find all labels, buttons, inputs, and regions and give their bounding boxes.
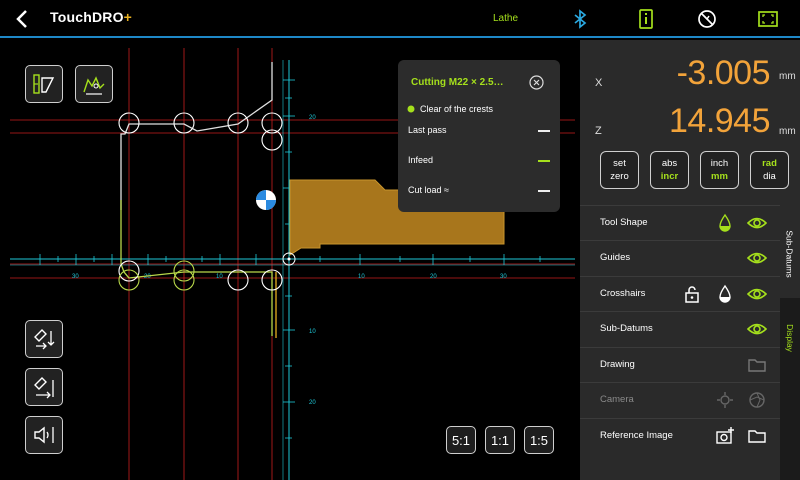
popup-title: Cutting M22 × 2.5… xyxy=(411,77,504,88)
setting-tool-shape[interactable]: Tool Shape xyxy=(580,205,780,240)
x-axis-unit: mm xyxy=(779,71,796,82)
setting-camera: Camera xyxy=(580,382,780,417)
z-axis-label: Z xyxy=(595,125,602,137)
z-axis-value[interactable]: 14.945 xyxy=(669,102,771,140)
tick-label: 30 xyxy=(500,274,507,280)
setting-drawing[interactable]: Drawing xyxy=(580,347,780,382)
cut-load-indicator xyxy=(538,190,550,192)
eye-icon[interactable] xyxy=(747,213,767,233)
audio-icon xyxy=(34,426,54,444)
status-dot-icon xyxy=(407,105,415,113)
sub-datum-z-button[interactable] xyxy=(25,368,63,406)
info-icon[interactable] xyxy=(636,9,656,29)
eye-icon[interactable] xyxy=(747,248,767,268)
side-tabs: Sub-Datums Display xyxy=(780,210,800,480)
zoom-5-1-button[interactable]: 5:1 xyxy=(446,426,476,454)
app-logo: TouchDRO+ xyxy=(50,9,133,25)
top-bar: TouchDRO+ Lathe xyxy=(0,0,800,38)
back-icon[interactable] xyxy=(12,8,32,30)
datum-target-icon xyxy=(256,190,276,210)
tick-label: 20 xyxy=(309,115,316,121)
z-axis-unit: mm xyxy=(779,126,796,137)
x-axis-value[interactable]: -3.005 xyxy=(676,54,771,92)
tool-shape-icon[interactable] xyxy=(715,213,735,233)
tick-label: 10 xyxy=(358,274,365,280)
tool-setup-icon xyxy=(33,74,55,94)
tab-display[interactable]: Display xyxy=(785,324,795,352)
setting-reference-image[interactable]: Reference Image xyxy=(580,418,780,453)
popup-row-label: Cut load ≈ xyxy=(408,185,449,195)
audio-button[interactable] xyxy=(25,416,63,454)
tick-label: 10 xyxy=(309,329,316,335)
infeed-indicator xyxy=(538,160,550,162)
tick-label: 20 xyxy=(430,274,437,280)
tool-wizard-icon xyxy=(83,76,105,95)
camera-settings-icon xyxy=(717,392,733,408)
bluetooth-icon[interactable] xyxy=(570,9,590,29)
zoom-1-5-button[interactable]: 1:5 xyxy=(524,426,554,454)
last-pass-indicator xyxy=(538,130,550,132)
sub-datum-x-button[interactable] xyxy=(25,320,63,358)
disconnect-icon[interactable] xyxy=(697,9,717,29)
popup-row-label: Last pass xyxy=(408,125,447,135)
folder-icon[interactable] xyxy=(747,355,767,375)
tick-label: 20 xyxy=(144,274,151,280)
toolpath-drawing: 30 20 10 10 20 30 20 10 10 20 xyxy=(10,48,575,480)
x-axis-label: X xyxy=(595,77,603,89)
close-icon[interactable] xyxy=(529,75,544,90)
dro-canvas[interactable]: 30 20 10 10 20 30 20 10 10 20 xyxy=(0,40,580,480)
tick-label: 10 xyxy=(216,274,223,280)
eye-icon[interactable] xyxy=(747,319,767,339)
setting-guides[interactable]: Guides xyxy=(580,240,780,275)
sub-datum-z-icon xyxy=(34,377,54,399)
contrast-drop-icon[interactable] xyxy=(715,284,735,304)
threading-popup: Cutting M22 × 2.5… Clear of the crests L… xyxy=(398,60,560,212)
setting-crosshairs[interactable]: Crosshairs xyxy=(580,276,780,311)
setting-sub-datums[interactable]: Sub-Datums xyxy=(580,311,780,346)
fullscreen-icon[interactable] xyxy=(758,9,778,29)
tool-setup-button[interactable] xyxy=(25,65,63,103)
zoom-1-1-button[interactable]: 1:1 xyxy=(485,426,515,454)
machine-mode: Lathe xyxy=(493,13,519,24)
sub-datum-x-icon xyxy=(34,329,55,350)
tick-label: 30 xyxy=(72,274,79,280)
tick-label: 20 xyxy=(309,400,316,406)
folder-icon[interactable] xyxy=(747,426,767,446)
eye-icon[interactable] xyxy=(747,284,767,304)
lock-icon[interactable] xyxy=(682,284,702,304)
add-photo-icon[interactable] xyxy=(715,426,735,446)
popup-row-label: Infeed xyxy=(408,155,434,165)
tool-wizard-button[interactable] xyxy=(75,65,113,103)
tab-sub-datums[interactable]: Sub-Datums xyxy=(780,210,800,298)
popup-status: Clear of the crests xyxy=(420,104,494,114)
aperture-icon xyxy=(749,392,765,408)
